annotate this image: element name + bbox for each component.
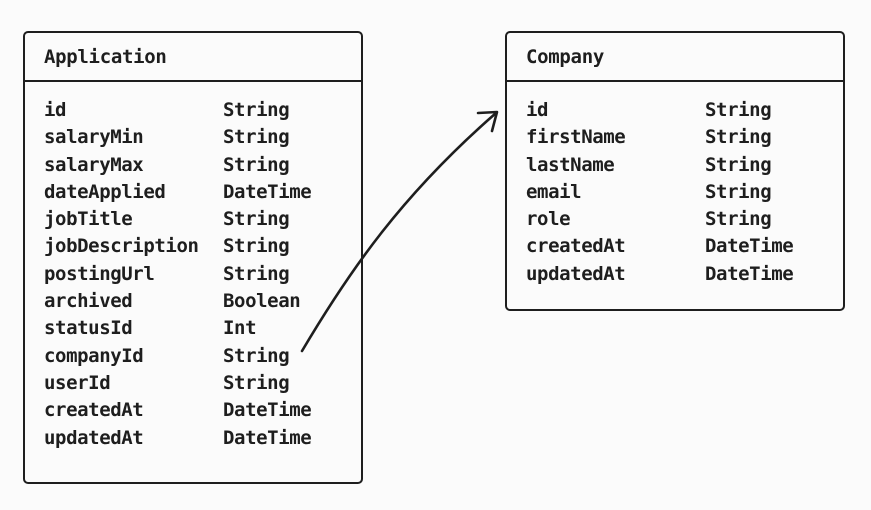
field-name: updatedAt bbox=[44, 426, 144, 449]
field-type: String bbox=[223, 371, 290, 394]
relation-arrow-head bbox=[476, 110, 499, 133]
company-field-list: id String firstName String lastName Stri… bbox=[507, 82, 843, 287]
application-field-row: dateApplied DateTime bbox=[25, 178, 361, 205]
field-type: DateTime bbox=[223, 399, 312, 422]
field-name: salaryMax bbox=[44, 153, 144, 176]
field-name: email bbox=[526, 180, 582, 203]
field-name: dateApplied bbox=[44, 180, 166, 203]
application-field-row-companyid: companyId String bbox=[25, 342, 361, 369]
field-name: jobDescription bbox=[44, 235, 199, 258]
application-field-row: statusId Int bbox=[25, 314, 361, 341]
field-type: String bbox=[705, 99, 772, 121]
field-name: role bbox=[526, 208, 571, 231]
application-field-row: archived Boolean bbox=[25, 287, 361, 314]
field-name: updatedAt bbox=[526, 262, 626, 285]
application-field-row: updatedAt DateTime bbox=[25, 424, 361, 451]
field-type: DateTime bbox=[223, 180, 312, 203]
field-type: DateTime bbox=[223, 426, 312, 449]
field-type: String bbox=[705, 153, 772, 176]
company-field-row: updatedAt DateTime bbox=[507, 260, 843, 287]
company-field-row: createdAt DateTime bbox=[507, 232, 843, 259]
field-name: companyId bbox=[44, 344, 144, 367]
field-type: String bbox=[223, 208, 290, 231]
field-name: jobTitle bbox=[44, 208, 133, 231]
field-name: lastName bbox=[526, 153, 615, 176]
company-field-row: email String bbox=[507, 178, 843, 205]
company-field-row: lastName String bbox=[507, 151, 843, 178]
application-field-row: userId String bbox=[25, 369, 361, 396]
field-type: Int bbox=[223, 317, 257, 340]
field-type: Boolean bbox=[223, 290, 301, 313]
field-type: String bbox=[223, 344, 290, 367]
company-field-row: id String bbox=[507, 96, 843, 123]
application-field-row: jobDescription String bbox=[25, 232, 361, 259]
field-name: createdAt bbox=[44, 399, 144, 422]
application-field-row: salaryMax String bbox=[25, 151, 361, 178]
field-name: salaryMin bbox=[44, 126, 144, 149]
field-type: DateTime bbox=[705, 235, 794, 258]
application-field-row: salaryMin String bbox=[25, 123, 361, 150]
field-name: firstName bbox=[526, 126, 626, 149]
application-table: Application id String salaryMin String s… bbox=[23, 31, 363, 484]
field-type: DateTime bbox=[705, 262, 794, 285]
field-type: String bbox=[223, 153, 290, 176]
field-type: String bbox=[223, 235, 290, 258]
company-table-title: Company bbox=[507, 33, 843, 82]
application-field-row: id String bbox=[25, 96, 361, 123]
field-type: String bbox=[705, 180, 772, 203]
field-name: id bbox=[44, 99, 67, 121]
application-table-title: Application bbox=[25, 33, 361, 82]
company-table: Company id String firstName String lastN… bbox=[505, 31, 845, 311]
application-field-row: createdAt DateTime bbox=[25, 396, 361, 423]
field-name: statusId bbox=[44, 317, 133, 340]
application-field-row: postingUrl String bbox=[25, 260, 361, 287]
field-type: String bbox=[705, 126, 772, 149]
field-type: String bbox=[223, 126, 290, 149]
field-name: id bbox=[526, 99, 549, 121]
field-name: postingUrl bbox=[44, 262, 155, 285]
application-field-row: jobTitle String bbox=[25, 205, 361, 232]
field-name: createdAt bbox=[526, 235, 626, 258]
field-name: archived bbox=[44, 290, 133, 313]
field-type: String bbox=[705, 208, 772, 231]
field-type: String bbox=[223, 262, 290, 285]
company-field-row: role String bbox=[507, 205, 843, 232]
field-type: String bbox=[223, 99, 290, 121]
application-field-list: id String salaryMin String salaryMax Str… bbox=[25, 82, 361, 451]
company-field-row: firstName String bbox=[507, 123, 843, 150]
field-name: userId bbox=[44, 371, 111, 394]
